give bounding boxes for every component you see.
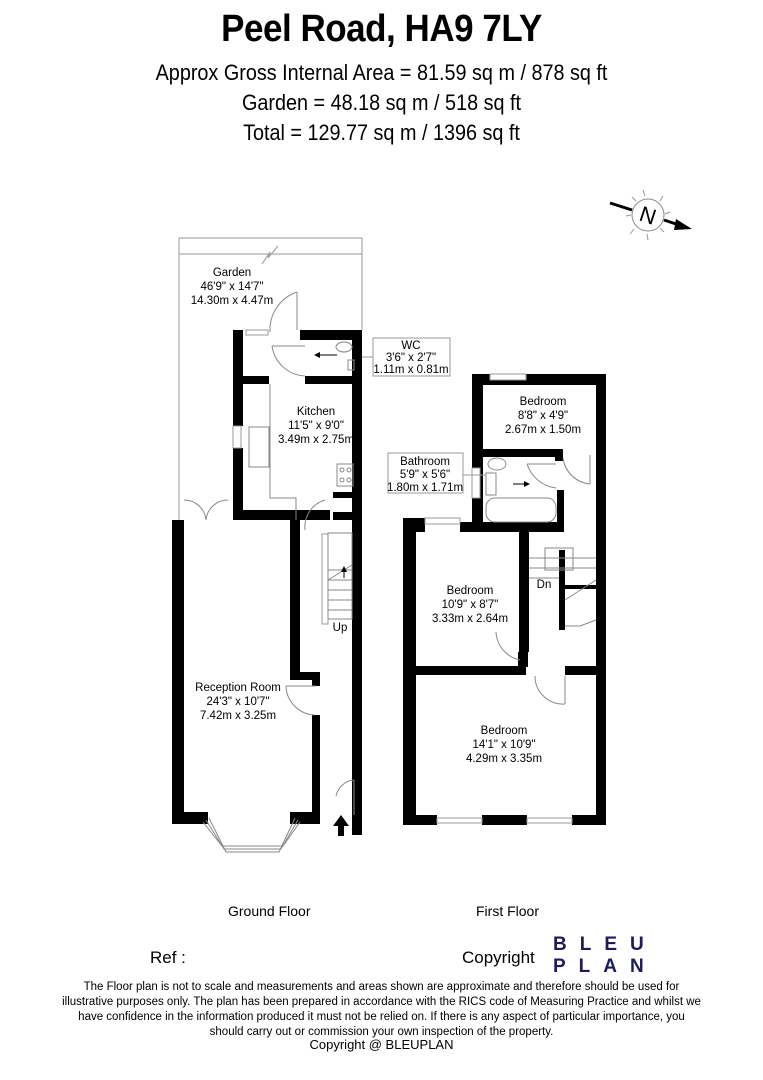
logo-line-2: PLAN xyxy=(553,956,657,977)
room-name-kitchen: Kitchen xyxy=(297,406,335,418)
disclaimer-text: The Floor plan is not to scale and measu… xyxy=(62,981,701,1038)
first-floor-plan: Bedroom 8'8" x 4'9" 2.67m x 1.50m Bathro… xyxy=(387,373,606,825)
room-imperial-wc: 3'6" x 2'7" xyxy=(386,352,436,364)
stairs-down-label: Dn xyxy=(537,579,552,591)
stairs-up-label: Up xyxy=(333,622,348,634)
logo-line-1: BLEU xyxy=(553,934,657,955)
room-imperial-bathroom: 5'9" x 5'6" xyxy=(400,469,450,481)
room-metric-wc: 1.11m x 0.81m xyxy=(373,364,448,376)
room-name-reception: Reception Room xyxy=(195,682,281,694)
copyright-label: Copyright xyxy=(462,948,535,967)
room-imperial-reception: 24'3" x 10'7" xyxy=(206,696,269,708)
first-floor-label: First Floor xyxy=(476,903,539,919)
room-metric-reception: 7.42m x 3.25m xyxy=(200,710,276,722)
room-name-bathroom: Bathroom xyxy=(400,456,450,468)
room-imperial-garden: 46'9" x 14'7" xyxy=(200,281,263,293)
page-title: Peel Road, HA9 7LY xyxy=(221,8,542,50)
bleuplan-logo: BLEU PLAN xyxy=(553,934,657,978)
ground-floor-label: Ground Floor xyxy=(228,903,311,919)
north-arrow-compass-icon: N xyxy=(609,189,692,241)
room-name-bedroom-small: Bedroom xyxy=(520,396,567,408)
room-imperial-kitchen: 11'5" x 9'0" xyxy=(288,420,344,432)
ref-label: Ref : xyxy=(150,948,186,967)
room-name-bedroom-middle: Bedroom xyxy=(447,585,494,597)
room-metric-kitchen: 3.49m x 2.75m xyxy=(278,434,354,446)
room-metric-garden: 14.30m x 4.47m xyxy=(191,295,273,307)
room-imperial-bedroom-small: 8'8" x 4'9" xyxy=(518,410,568,422)
room-metric-bathroom: 1.80m x 1.71m xyxy=(387,482,463,494)
room-metric-bedroom-large: 4.29m x 3.35m xyxy=(466,753,542,765)
room-name-garden: Garden xyxy=(213,267,251,279)
total-area: Total = 129.77 sq m / 1396 sq ft xyxy=(243,120,520,145)
garden-area: Garden = 48.18 sq m / 518 sq ft xyxy=(241,90,522,115)
room-name-bedroom-large: Bedroom xyxy=(481,725,528,737)
room-imperial-bedroom-middle: 10'9" x 8'7" xyxy=(442,599,499,611)
entrance-arrow-icon xyxy=(333,815,349,836)
compass-n-label: N xyxy=(636,201,659,230)
room-name-wc: WC xyxy=(401,340,420,352)
room-imperial-bedroom-large: 14'1" x 10'9" xyxy=(472,739,535,751)
room-metric-bedroom-small: 2.67m x 1.50m xyxy=(505,424,581,436)
gross-internal-area: Approx Gross Internal Area = 81.59 sq m … xyxy=(155,60,608,85)
copyright-line: Copyright @ BLEUPLAN xyxy=(309,1037,454,1052)
room-metric-bedroom-middle: 3.33m x 2.64m xyxy=(432,613,508,625)
ground-floor-plan: Garden 46'9" x 14'7" 14.30m x 4.47m WC 3… xyxy=(172,237,451,853)
